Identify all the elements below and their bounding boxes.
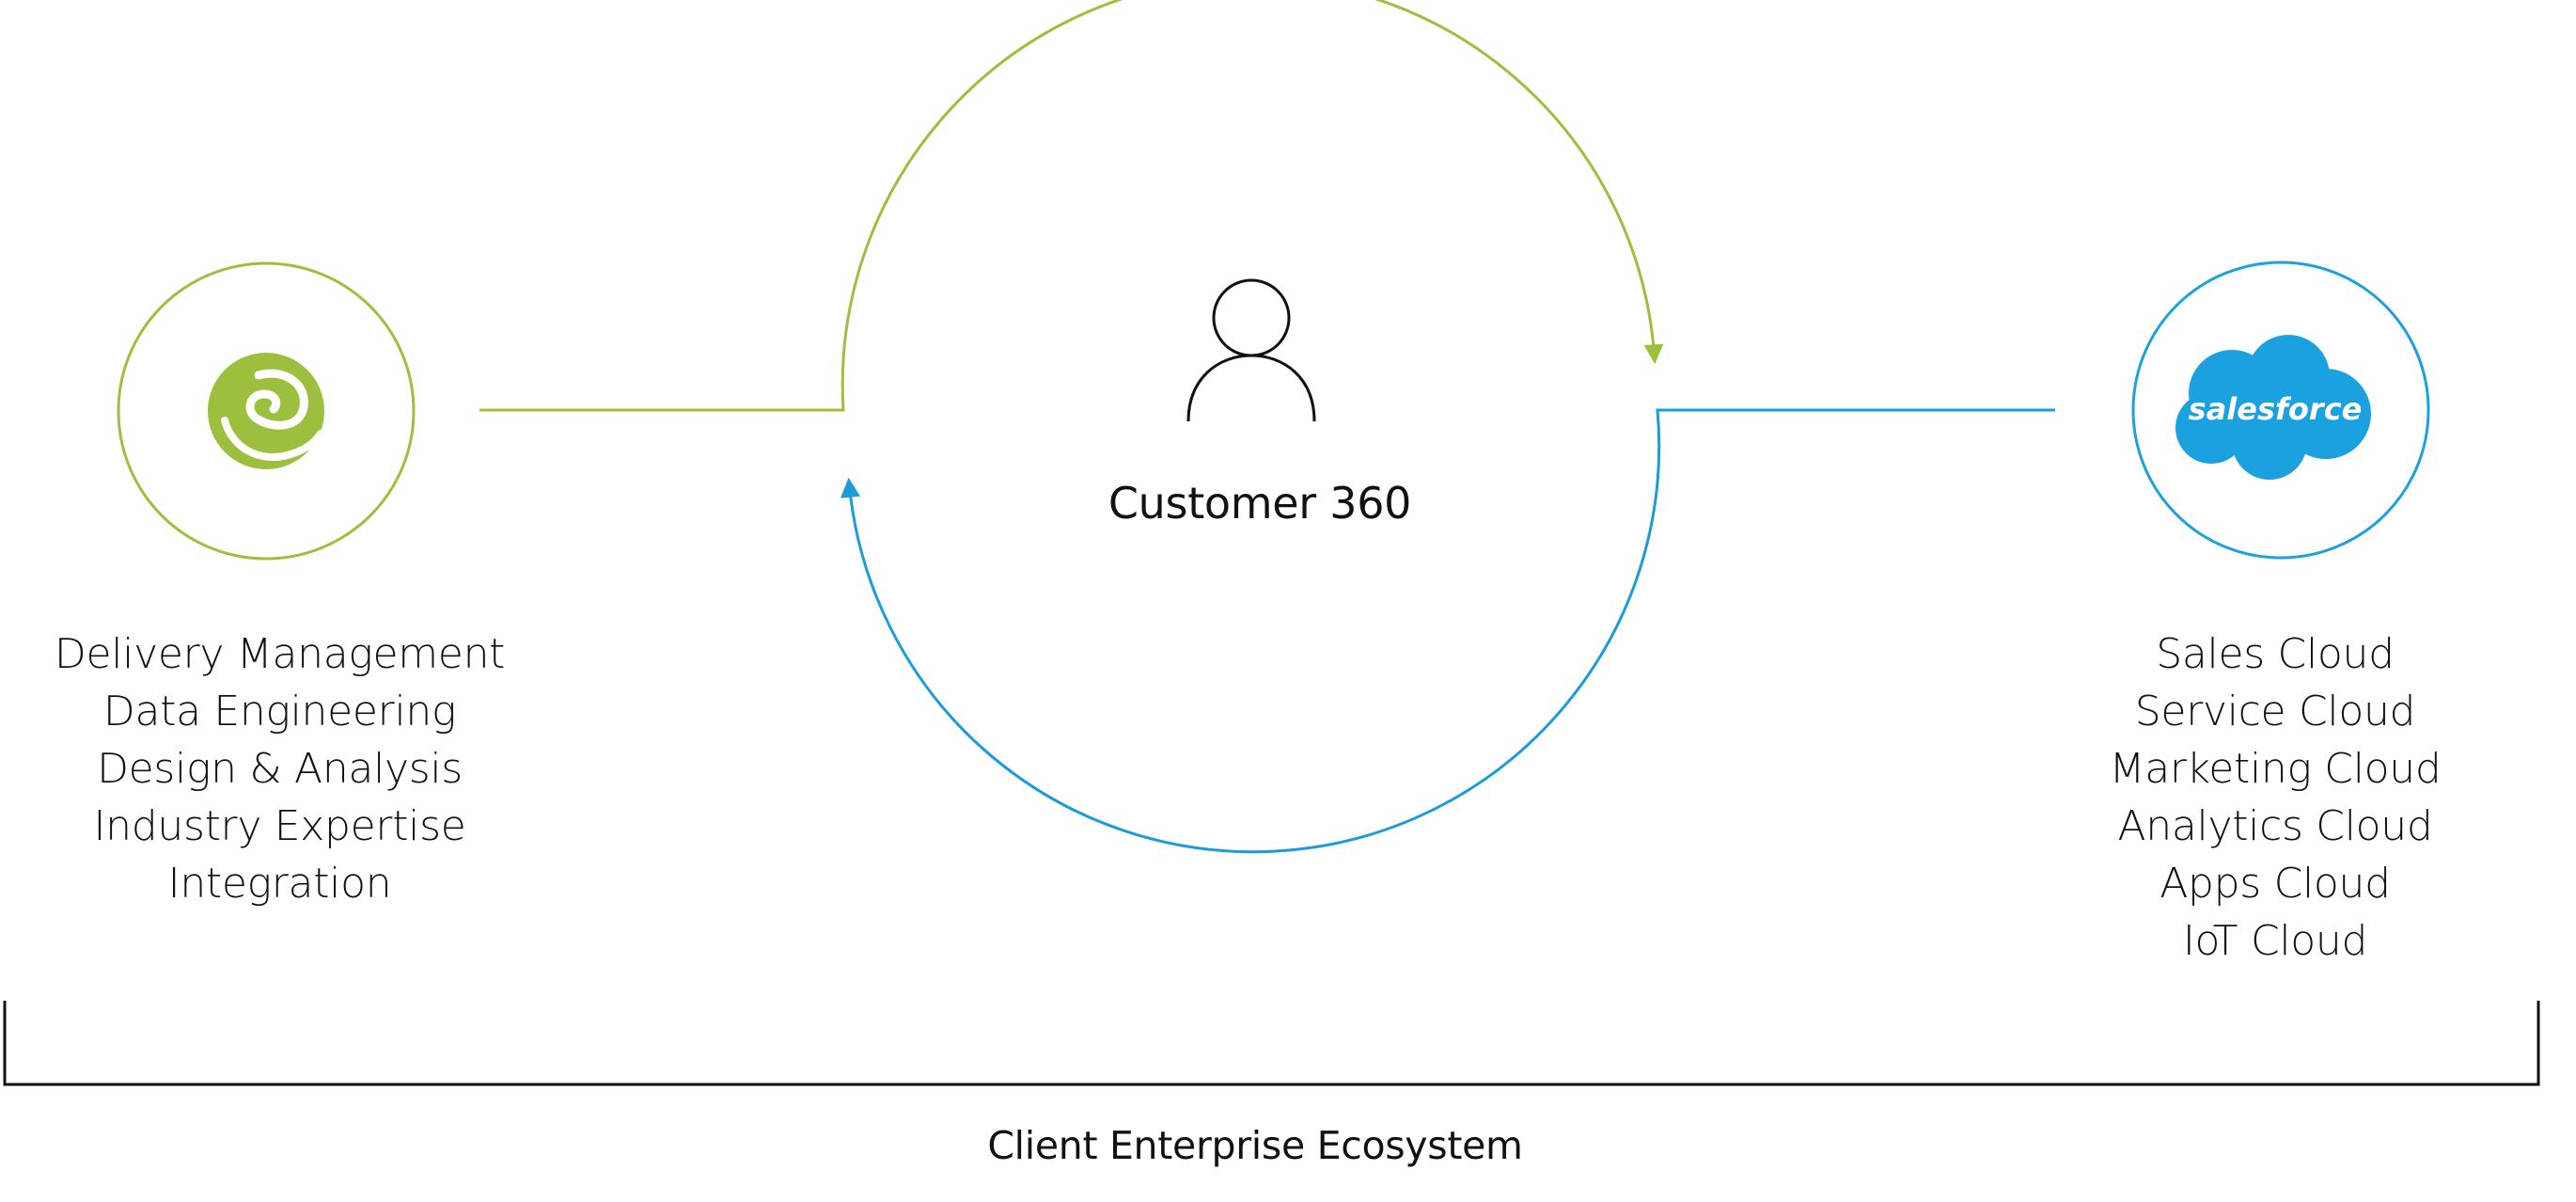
partner-e-logo-icon	[208, 353, 324, 469]
cloud-item: Sales Cloud	[2156, 630, 2395, 678]
capability-item: Integration	[167, 860, 392, 908]
partner-circle	[117, 261, 416, 561]
cloud-item: Service Cloud	[2134, 688, 2416, 735]
cloud-item: Analytics Cloud	[2117, 802, 2433, 850]
ecosystem-label: Client Enterprise Ecosystem	[987, 1123, 1523, 1168]
cloud-item: IoT Cloud	[2182, 917, 2368, 965]
capability-item: Data Engineering	[102, 688, 457, 735]
cloud-item: Marketing Cloud	[2109, 745, 2442, 793]
ecosystem-bracket	[3, 1001, 2540, 1086]
blue-flow-arrow	[840, 408, 2055, 854]
salesforce-clouds-list: Sales Cloud Service Cloud Marketing Clou…	[2050, 625, 2501, 970]
salesforce-cloud-logo-icon: salesforce	[2175, 335, 2371, 480]
cloud-item: Apps Cloud	[2160, 860, 2391, 908]
capability-item: Design & Analysis	[97, 745, 463, 793]
capability-item: Delivery Management	[54, 630, 506, 678]
salesforce-logo-text: salesforce	[2189, 391, 2363, 427]
customer-360-label: Customer 360	[1107, 478, 1412, 529]
capability-item: Industry Expertise	[93, 802, 466, 850]
green-flow-arrow	[479, 0, 1664, 412]
partner-capabilities-list: Delivery Management Data Engineering Des…	[38, 625, 522, 912]
person-icon	[1186, 278, 1316, 422]
salesforce-circle	[2131, 261, 2430, 560]
